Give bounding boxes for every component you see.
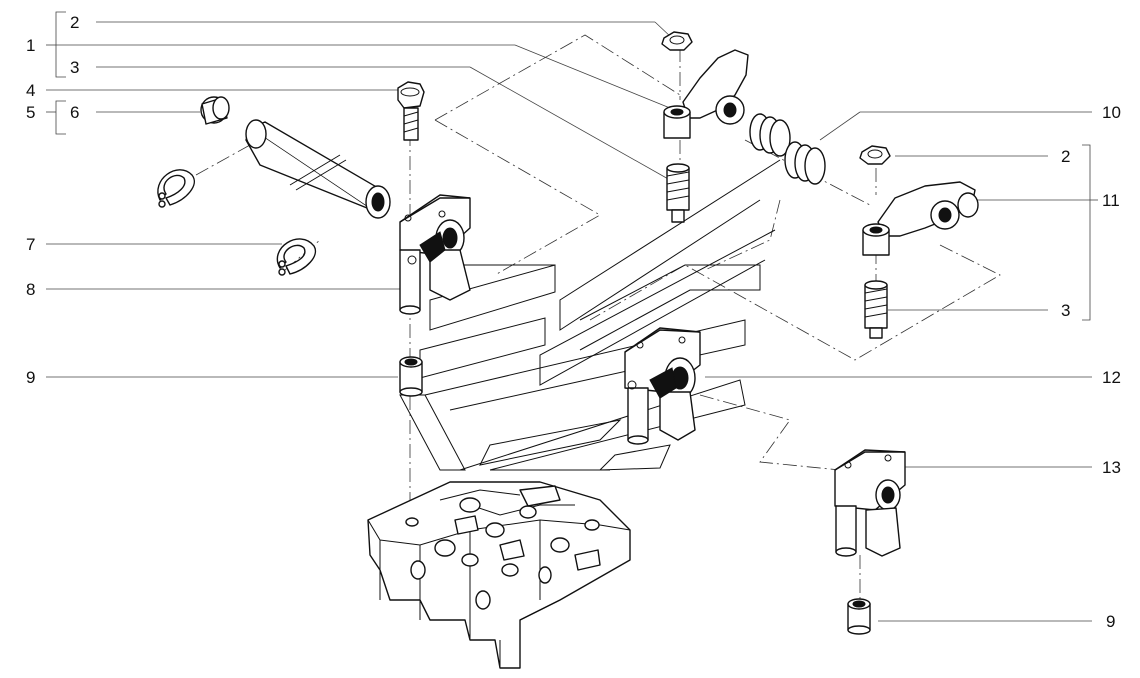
springs-part-10	[749, 113, 826, 185]
cylinder-head	[367, 481, 631, 669]
label-11: 11	[1102, 191, 1120, 210]
bracket-5	[55, 100, 66, 135]
label-7: 7	[26, 235, 35, 254]
label-1: 1	[26, 36, 35, 55]
bracket-11	[1082, 144, 1091, 321]
bushing-part-9b	[847, 598, 871, 635]
label-3a: 3	[70, 58, 79, 77]
leader-lines	[46, 11, 1098, 622]
label-13: 13	[1102, 458, 1121, 477]
label-9b: 9	[1106, 612, 1115, 631]
nut-part-2-right	[859, 145, 891, 165]
rocker-shaft-part-5	[245, 119, 391, 219]
assembly-axes	[195, 34, 1001, 600]
rocker-support-part-13	[834, 449, 906, 557]
plug-part-6	[200, 96, 230, 125]
nut-part-2-top	[661, 31, 693, 51]
rocker-arm-top	[663, 49, 749, 223]
label-2a: 2	[70, 13, 79, 32]
rocker-arm-right	[862, 181, 979, 339]
label-6: 6	[70, 103, 79, 122]
circlip-part-7-top	[157, 169, 195, 208]
label-12: 12	[1102, 368, 1121, 387]
label-5: 5	[26, 103, 35, 122]
label-3b: 3	[1061, 301, 1070, 320]
label-10: 10	[1102, 103, 1121, 122]
bushing-part-9a	[399, 356, 423, 397]
label-2b: 2	[1061, 147, 1070, 166]
label-8: 8	[26, 280, 35, 299]
label-4: 4	[26, 81, 35, 100]
label-9a: 9	[26, 368, 35, 387]
part-labels: 2 1 3 4 5 6 7 8 9 10 2 11 3 12 13 9	[26, 13, 1121, 631]
rocker-support-part-12	[624, 327, 701, 445]
bracket-1	[55, 11, 66, 78]
rocker-support-part-8	[399, 194, 471, 315]
bolt-part-4	[397, 81, 425, 141]
circlip-part-7-bottom	[276, 238, 317, 276]
